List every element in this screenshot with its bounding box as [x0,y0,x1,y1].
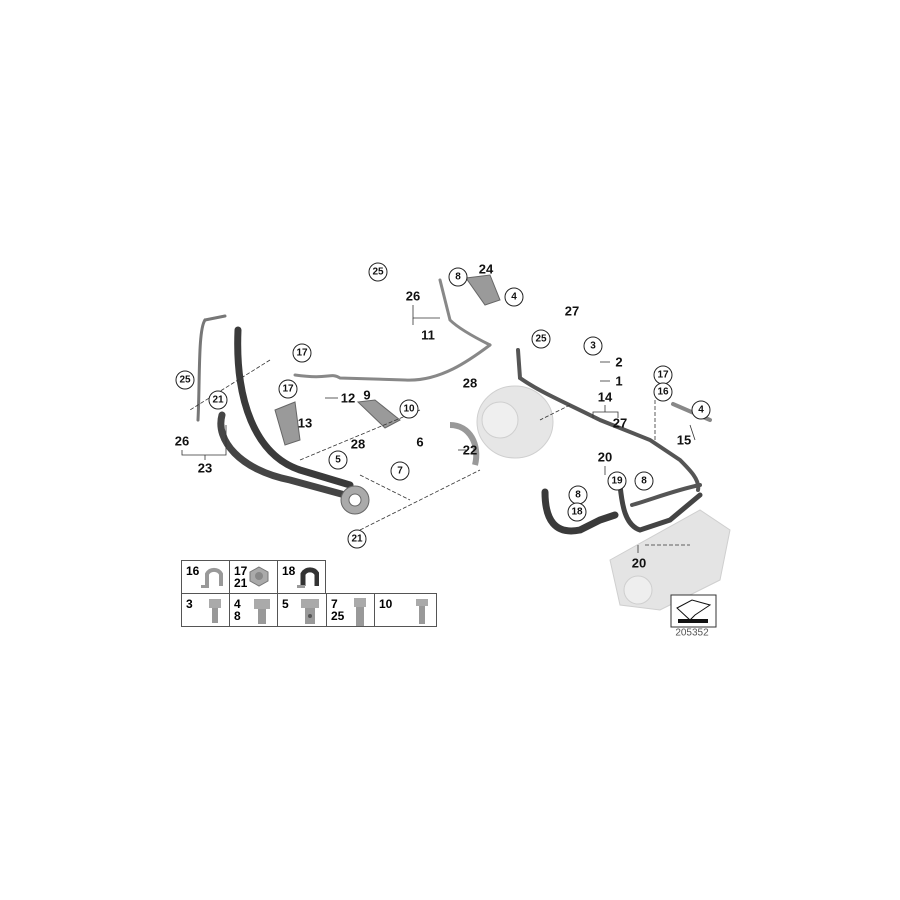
part-number: 7 [331,597,338,611]
callout-5[interactable]: 5 [328,450,348,470]
socket-head-bolt-icon [209,599,221,623]
part-number: 8 [234,609,241,623]
callout-22[interactable]: 22 [462,442,478,458]
leader-lines [181,305,696,553]
callout-28[interactable]: 28 [350,436,366,452]
callout-23[interactable]: 23 [197,460,213,476]
part-number: 18 [282,564,296,578]
callout-25[interactable]: 25 [175,370,195,390]
callout-25[interactable]: 25 [531,329,551,349]
callout-20[interactable]: 20 [631,555,647,571]
part-number: 5 [282,597,289,611]
callout-18[interactable]: 18 [567,502,587,522]
callout-20[interactable]: 20 [597,449,613,465]
callout-27[interactable]: 27 [612,415,628,431]
callout-19[interactable]: 19 [607,471,627,491]
table-cell-17-21[interactable]: 17 21 [229,560,278,594]
brackets [274,274,501,515]
callout-8[interactable]: 8 [634,471,654,491]
pipe-clamp-icon [201,567,223,588]
rubber-lined-clamp-icon [297,567,319,588]
table-cell-10[interactable]: 10 [374,593,437,627]
callout-14[interactable]: 14 [597,389,613,405]
steering-gear-ghost [609,509,731,611]
callout-13[interactable]: 13 [297,415,313,431]
callout-4[interactable]: 4 [504,287,524,307]
part-number: 25 [331,609,345,623]
callout-15[interactable]: 15 [676,432,692,448]
table-cell-4-8[interactable]: 4 8 [229,593,278,627]
callout-3[interactable]: 3 [583,336,603,356]
part-number: 21 [234,576,248,590]
callout-16[interactable]: 16 [653,382,673,402]
table-cell-18[interactable]: 18 [277,560,326,594]
socket-head-screw-icon [354,598,366,626]
part-number: 3 [186,597,193,611]
table-cell-5[interactable]: 5 [277,593,327,627]
table-cell-3[interactable]: 3 [181,593,230,627]
callout-26[interactable]: 26 [405,288,421,304]
callout-4[interactable]: 4 [691,400,711,420]
callout-27[interactable]: 27 [564,303,580,319]
hex-flange-nut-icon [249,566,269,587]
table-cell-16[interactable]: 16 [181,560,230,594]
callout-9[interactable]: 9 [363,387,371,403]
callout-11[interactable]: 11 [421,327,435,343]
callout-26[interactable]: 26 [174,433,190,449]
callout-7[interactable]: 7 [390,461,410,481]
callout-8[interactable]: 8 [448,267,468,287]
diagram-id: 205352 [675,627,709,639]
callout-2[interactable]: 2 [615,354,623,370]
banjo-bolt-icon [301,599,319,624]
callout-17[interactable]: 17 [278,379,298,399]
callout-25[interactable]: 25 [368,262,388,282]
part-number: 4 [234,597,241,611]
callout-1[interactable]: 1 [615,373,623,389]
callout-12[interactable]: 12 [340,390,356,406]
table-cell-7-25[interactable]: 7 25 [326,593,375,627]
pump-ghost [476,385,554,459]
hex-screw-icon [416,599,428,624]
callout-21[interactable]: 21 [208,390,228,410]
part-number: 16 [186,564,200,578]
callout-28[interactable]: 28 [462,375,478,391]
hex-bolt-icon [254,599,270,624]
orientation-arrow-icon [670,594,717,628]
callout-24[interactable]: 24 [478,261,494,277]
callout-10[interactable]: 10 [399,399,419,419]
part-number: 17 [234,564,248,578]
hoses [196,278,712,535]
callout-6[interactable]: 6 [416,434,424,450]
callout-17[interactable]: 17 [292,343,312,363]
callout-21[interactable]: 21 [347,529,367,549]
part-number: 10 [379,597,393,611]
